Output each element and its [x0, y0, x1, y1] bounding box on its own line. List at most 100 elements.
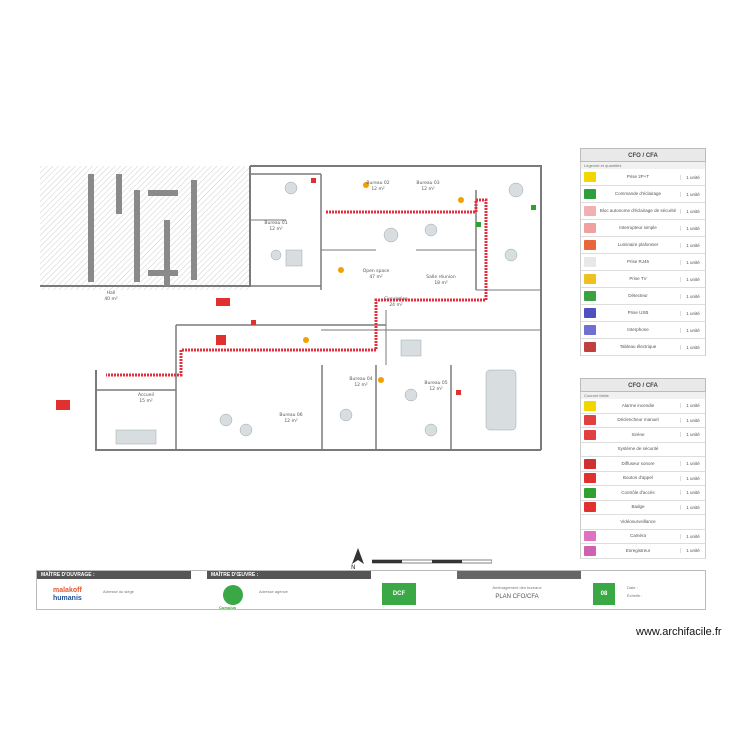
legend-count: 1 unité	[680, 310, 705, 316]
legend-label: Caméra	[629, 533, 646, 539]
north-label: N	[351, 564, 356, 570]
legend-label: Commande d'éclairage	[614, 191, 662, 196]
room-label: Bureau 01	[264, 220, 287, 226]
legend-row: Prise RJ45 1 unité	[580, 254, 706, 271]
legend-symbol-icon	[584, 458, 596, 469]
title-block: MAÎTRE D'OUVRAGE : MAÎTRE D'ŒUVRE : mala…	[36, 570, 706, 610]
legend-label: Détecteur	[628, 293, 648, 298]
legend-count: 1 unité	[680, 276, 705, 282]
legend-symbol-icon	[584, 206, 596, 216]
project-bar	[457, 571, 581, 579]
north-arrow-icon: N	[351, 548, 364, 570]
legend-count: 1 unité	[680, 327, 705, 333]
sheet-number-badge: 08	[593, 583, 615, 605]
legend-row: Luminaire plafonnier 1 unité	[580, 237, 706, 254]
legend-label: Sirène	[631, 431, 645, 437]
legend-symbol-icon	[584, 429, 596, 440]
legend-label: Badge	[631, 504, 645, 510]
legend-label: Interrupteur simple	[619, 225, 657, 230]
plan-name: PLAN CFO/CFA	[495, 594, 539, 600]
moe-logo-icon	[223, 585, 243, 605]
legend-symbol-icon	[584, 487, 596, 498]
legend-count: 1 unité	[680, 174, 705, 180]
hatched-zone	[40, 166, 250, 290]
room-area: 24 m²	[389, 302, 403, 308]
legend-title: CFO / CFA	[580, 378, 706, 392]
legend-count: 1 unité	[680, 504, 705, 510]
legend-symbol-icon	[584, 415, 596, 426]
legend-symbol-icon	[584, 502, 596, 513]
legend-symbol-icon	[584, 444, 596, 454]
legend-title: CFO / CFA	[580, 148, 706, 162]
legend-label: Diffuseur sonore	[621, 460, 655, 466]
legend-row: Bouton d'appel 1 unité	[580, 471, 706, 486]
legend-count: 1 unité	[680, 475, 705, 481]
legend-count: 1 unité	[680, 344, 705, 350]
legend-label: Contrôle d'accès	[621, 489, 655, 495]
legend-row: Prise TV 1 unité	[580, 271, 706, 288]
legend-count: 1 unité	[680, 191, 705, 197]
walls	[40, 165, 542, 451]
room-label: Bureau 03	[416, 180, 439, 186]
maitre-oeuvre-label: MAÎTRE D'ŒUVRE :	[207, 571, 371, 579]
legend-row: Badge 1 unité	[580, 500, 706, 515]
scale-label: Échelle :	[627, 593, 643, 598]
legend-symbol-icon	[584, 257, 596, 267]
legend-label: Prise TV	[629, 276, 647, 281]
project-line: Aménagement des bureaux	[492, 585, 542, 590]
pillars	[88, 174, 197, 286]
room-area: 12 m²	[269, 226, 283, 232]
room-labels: Bureau 01 12 m² Bureau 02 12 m² Bureau 0…	[104, 180, 456, 424]
room-area: 47 m²	[369, 274, 383, 280]
legend-subheader: Légende et quantités	[580, 162, 706, 169]
legend-label: Bloc autonome d'éclairage de sécurité	[599, 208, 677, 213]
legend-symbol-icon	[584, 325, 596, 335]
dcf-badge: DCF	[382, 583, 416, 605]
watermark: www.archifacile.fr	[636, 626, 722, 638]
legend-symbol-icon	[584, 274, 596, 284]
legend-label: Système de sécurité	[617, 446, 659, 452]
legend-label: Prise RJ45	[626, 259, 649, 264]
legend-count: 1 unité	[680, 490, 705, 496]
legend-row: Commande d'éclairage 1 unité	[580, 186, 706, 203]
legend-row: Enregistreur 1 unité	[580, 544, 706, 559]
legend-symbol-icon	[584, 531, 596, 542]
legend-label: Bouton d'appel	[623, 475, 653, 481]
legend-symbol-icon	[584, 189, 596, 199]
legend-symbol-icon	[584, 223, 596, 233]
legend-count: 1 unité	[680, 533, 705, 539]
legend-row: Sirène 1 unité	[580, 428, 706, 443]
room-area: 18 m²	[434, 280, 448, 286]
legend-count: 1 unité	[680, 548, 705, 554]
legend-subheader: Courant faible	[580, 392, 706, 399]
room-area: 40 m²	[104, 296, 118, 302]
room-area: 12 m²	[421, 186, 435, 192]
legend-label: Tableau électrique	[619, 344, 657, 349]
legend-symbol-icon	[584, 172, 596, 182]
date-label: Date :	[627, 585, 638, 590]
room-area: 12 m²	[371, 186, 385, 192]
legend-row: Vidéosurveillance	[580, 515, 706, 530]
room-label: Bureau 04	[349, 376, 372, 382]
floor-plan: Bureau 01 12 m² Bureau 02 12 m² Bureau 0…	[40, 165, 542, 451]
legend-symbol-icon	[584, 308, 596, 318]
legend-label: Alarme incendie	[621, 402, 655, 408]
legend-count: 1 unité	[680, 242, 705, 248]
legend-label: Vidéosurveillance	[620, 518, 656, 524]
legend-count: 1 unité	[680, 432, 705, 438]
legend-label: Luminaire plafonnier	[617, 242, 659, 247]
legend-label: Enregistreur	[625, 547, 651, 553]
legend-symbol-icon	[584, 240, 596, 250]
room-area: 12 m²	[429, 386, 443, 392]
legend-count: 1 unité	[680, 259, 705, 265]
cable-tray	[106, 198, 488, 377]
